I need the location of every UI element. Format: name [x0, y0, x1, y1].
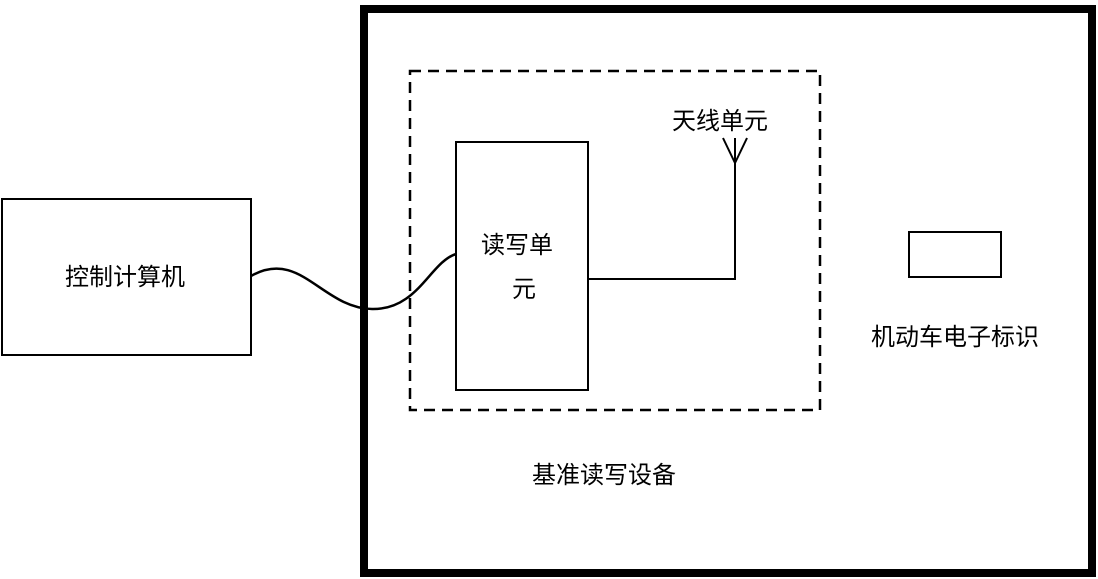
reference-device-label: 基准读写设备	[532, 461, 676, 489]
vehicle-tag-box	[908, 231, 1002, 278]
antenna-feed-line	[588, 163, 736, 280]
reader-writer-unit-label-line1: 读写单	[481, 231, 553, 259]
reader-writer-unit-label-line2: 元	[512, 275, 536, 303]
control-computer-label: 控制计算机	[65, 263, 185, 291]
antenna-unit-label: 天线单元	[672, 107, 768, 135]
antenna-icon	[722, 137, 748, 164]
reference-device-box	[360, 5, 1096, 577]
vehicle-tag-label: 机动车电子标识	[871, 323, 1039, 351]
connection-cable	[250, 252, 457, 311]
control-computer-box	[1, 198, 252, 356]
reader-antenna-group-box	[408, 69, 822, 412]
reader-writer-unit-box	[455, 141, 589, 391]
